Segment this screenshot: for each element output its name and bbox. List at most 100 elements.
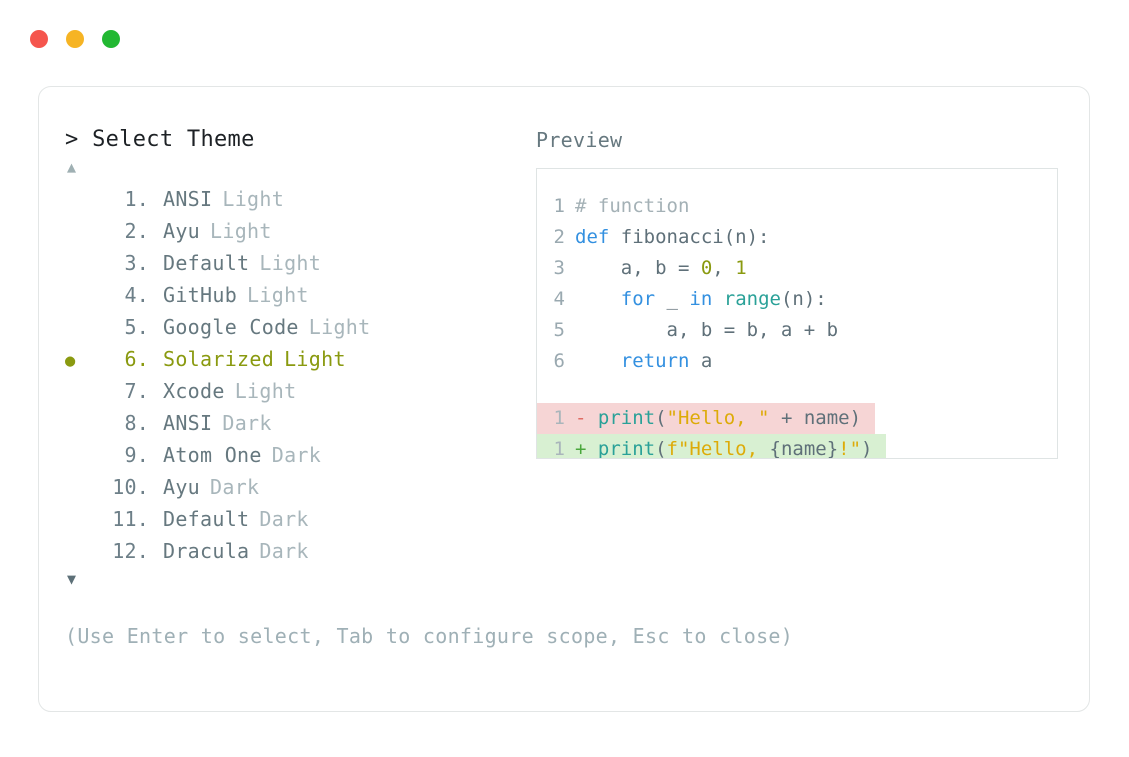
maximize-icon[interactable]: [102, 30, 120, 48]
code-token: a, b =: [575, 257, 701, 279]
line-number: 1: [537, 434, 575, 458]
code-line: 6 return a: [537, 346, 1057, 377]
close-icon[interactable]: [30, 30, 48, 48]
code-token: print: [597, 407, 656, 429]
theme-variant: Light: [247, 283, 309, 307]
theme-index: 9.: [124, 443, 149, 467]
code-token: (n):: [780, 288, 827, 310]
code-token: ,: [712, 257, 736, 279]
code-token: [575, 350, 621, 372]
diff-line-text: + print(f"Hello, {name}!"): [575, 434, 887, 459]
code-token: a, b = b, a + b: [575, 319, 839, 341]
theme-list-item[interactable]: 2. Ayu Light: [65, 215, 535, 247]
code-token: return: [620, 350, 690, 372]
code-token: range: [723, 288, 781, 310]
scroll-down-icon[interactable]: ▼: [67, 570, 77, 588]
code-token: (: [655, 407, 667, 429]
code-token: in: [689, 288, 713, 310]
diff-line-plus: 1+ print(f"Hello, {name}!"): [537, 434, 1057, 459]
code-line-text: # function: [575, 191, 689, 222]
theme-list-item[interactable]: ● 6. Solarized Light: [65, 343, 535, 375]
theme-name: ANSI: [163, 187, 213, 211]
theme-name: Default: [163, 251, 250, 275]
code-token: 0: [700, 257, 713, 279]
minimize-icon[interactable]: [66, 30, 84, 48]
code-token: !": [838, 438, 862, 459]
keyboard-hint: (Use Enter to select, Tab to configure s…: [65, 624, 794, 648]
theme-variant: Light: [284, 347, 346, 371]
theme-variant: Light: [234, 379, 297, 403]
theme-list-item[interactable]: 7. Xcode Light: [65, 375, 535, 407]
theme-index: 12.: [112, 539, 149, 563]
code-token: (: [655, 438, 667, 459]
theme-variant: Dark: [271, 443, 322, 467]
code-token: a: [689, 350, 713, 372]
code-line-text: for _ in range(n):: [575, 284, 827, 315]
theme-variant: Dark: [222, 411, 272, 435]
code-line: 1# function: [537, 191, 1057, 222]
theme-list-item[interactable]: 9. Atom One Dark: [65, 439, 535, 471]
theme-name: Ayu: [163, 475, 201, 499]
theme-list-item[interactable]: 1. ANSI Light: [65, 183, 535, 215]
theme-index: 1.: [124, 187, 149, 211]
theme-variant: Dark: [259, 539, 309, 563]
code-token: + name): [769, 407, 862, 429]
code-token: f"Hello,: [666, 438, 770, 459]
theme-list-item[interactable]: 11. Default Dark: [65, 503, 535, 535]
theme-index: 6.: [124, 347, 149, 371]
theme-index: 5.: [124, 315, 149, 339]
preview-label: Preview: [536, 128, 623, 152]
theme-index: 11.: [112, 507, 149, 531]
theme-variant: Light: [308, 315, 371, 339]
line-number: 5: [553, 319, 565, 341]
code-token: [575, 288, 621, 310]
theme-index: 2.: [124, 219, 149, 243]
page-title: > Select Theme: [65, 127, 255, 152]
theme-name: ANSI: [163, 411, 213, 435]
theme-name: GitHub: [163, 283, 238, 307]
code-token: # function: [575, 195, 690, 217]
line-number: 4: [553, 288, 565, 310]
theme-index: 7.: [124, 379, 149, 403]
diff-sample: 1- print("Hello, " + name)1+ print(f"Hel…: [537, 403, 1057, 459]
code-token: {name}: [769, 438, 839, 459]
code-token: for: [620, 288, 656, 310]
code-line-text: a, b = 0, 1: [575, 253, 747, 284]
window-titlebar: [30, 30, 120, 48]
line-number: 2: [553, 226, 565, 248]
line-number: 6: [553, 350, 565, 372]
theme-index: 8.: [124, 411, 149, 435]
code-line: 3 a, b = 0, 1: [537, 253, 1057, 284]
theme-variant: Dark: [259, 507, 309, 531]
code-token: print: [597, 438, 656, 459]
code-token: 1: [735, 257, 747, 279]
theme-name: Ayu: [163, 219, 201, 243]
code-line: 4 for _ in range(n):: [537, 284, 1057, 315]
theme-name: Atom One: [163, 443, 262, 467]
line-number: 1: [537, 403, 575, 434]
theme-name: Xcode: [163, 379, 225, 403]
code-token: "Hello, ": [666, 407, 770, 429]
line-number: 3: [553, 257, 565, 279]
theme-name: Solarized: [163, 347, 275, 371]
theme-list-item[interactable]: 8. ANSI Dark: [65, 407, 535, 439]
code-line-text: return a: [575, 346, 713, 377]
diff-line-text: - print("Hello, " + name): [575, 403, 876, 434]
scroll-up-icon[interactable]: ▲: [67, 158, 77, 176]
code-token: _: [655, 288, 690, 310]
selected-bullet-icon: ●: [65, 351, 76, 371]
theme-variant: Light: [222, 187, 285, 211]
theme-name: Default: [163, 507, 250, 531]
theme-variant: Light: [210, 219, 272, 243]
